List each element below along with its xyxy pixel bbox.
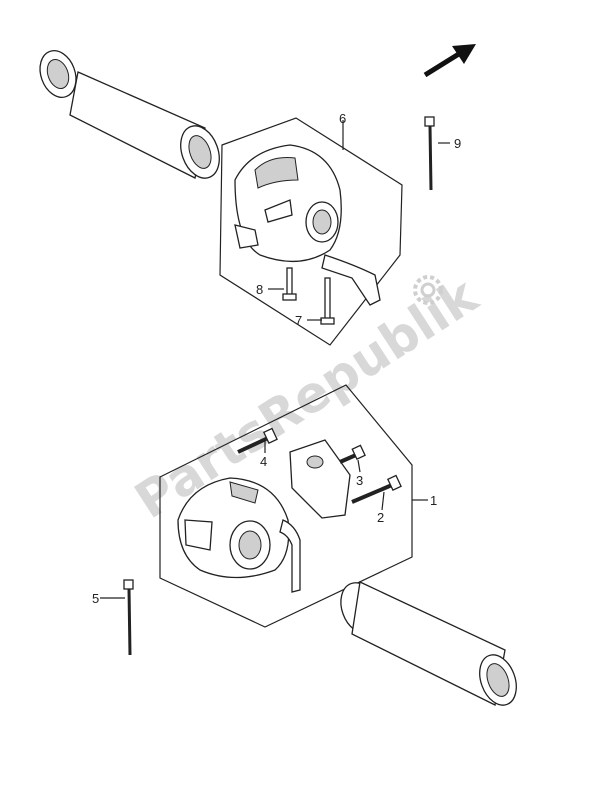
right-grip — [340, 581, 517, 706]
callout-7: 7 — [295, 313, 302, 328]
screw-3 — [339, 444, 366, 464]
callout-3: 3 — [356, 473, 363, 488]
callout-1: 1 — [430, 493, 437, 508]
callout-8: 8 — [256, 282, 263, 297]
cable-tie-5 — [123, 579, 134, 656]
screw-8 — [282, 267, 297, 301]
cable-tie-9 — [424, 116, 435, 191]
callout-5: 5 — [92, 591, 99, 606]
screw-4 — [237, 427, 278, 454]
screw-7 — [320, 277, 335, 325]
callout-4: 4 — [260, 454, 267, 469]
leader-lines — [100, 142, 450, 599]
upper-switch-box — [219, 117, 403, 346]
callout-labels: 6 9 8 7 4 3 1 2 5 — [92, 111, 461, 606]
arrow-upper-right-icon — [423, 44, 476, 78]
screw-2 — [351, 474, 402, 504]
gear-icon — [413, 275, 443, 305]
callout-6: 6 — [339, 111, 346, 126]
callout-9: 9 — [454, 136, 461, 151]
left-grip — [39, 50, 220, 179]
lower-switch-box — [159, 384, 428, 628]
callout-2: 2 — [377, 510, 384, 525]
